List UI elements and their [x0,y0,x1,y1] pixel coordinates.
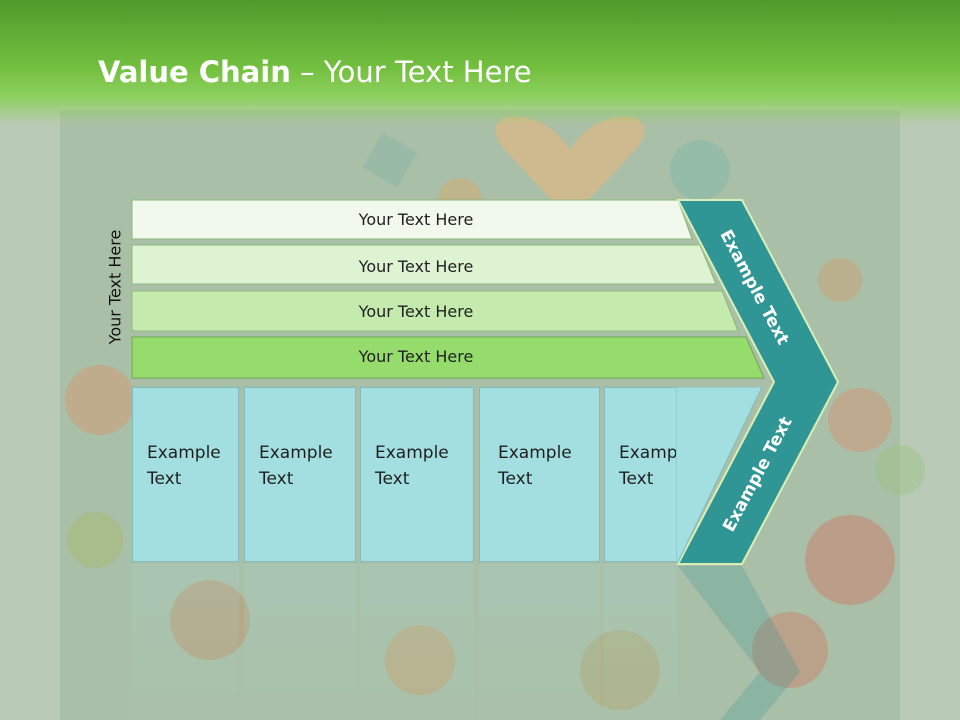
row-label-1: Your Text Here [358,210,474,229]
cell-1-line1: Example [147,443,221,463]
cell-1-line2: Text [147,469,182,489]
row-label-4: Your Text Here [358,347,474,366]
title-rest: – Your Text Here [290,55,532,89]
chevron-reflection [678,566,800,720]
cell-5-line1: Example [619,443,693,463]
title-bar [0,0,960,125]
cell-4-line2: Text [498,469,533,489]
cell-2-line1: Example [259,443,333,463]
row-bar-1 [131,199,693,240]
cell-4-line1: Example [498,443,572,463]
row-bar-2 [131,244,717,285]
title-bold: Value Chain [98,55,291,89]
row-bar-3 [131,290,739,332]
cell-2-line2: Text [259,469,294,489]
cell-3-line2: Text [375,469,410,489]
cell-5-slant [676,387,763,563]
row-label-2: Your Text Here [358,257,474,276]
row-bar-4 [131,336,765,379]
cell-3-line1: Example [375,443,449,463]
slide-title: Value Chain – Your Text Here [98,55,532,89]
cell-5-line2: Text [619,469,654,489]
chevron-arrow [676,199,840,565]
row-label-3: Your Text Here [358,302,474,321]
